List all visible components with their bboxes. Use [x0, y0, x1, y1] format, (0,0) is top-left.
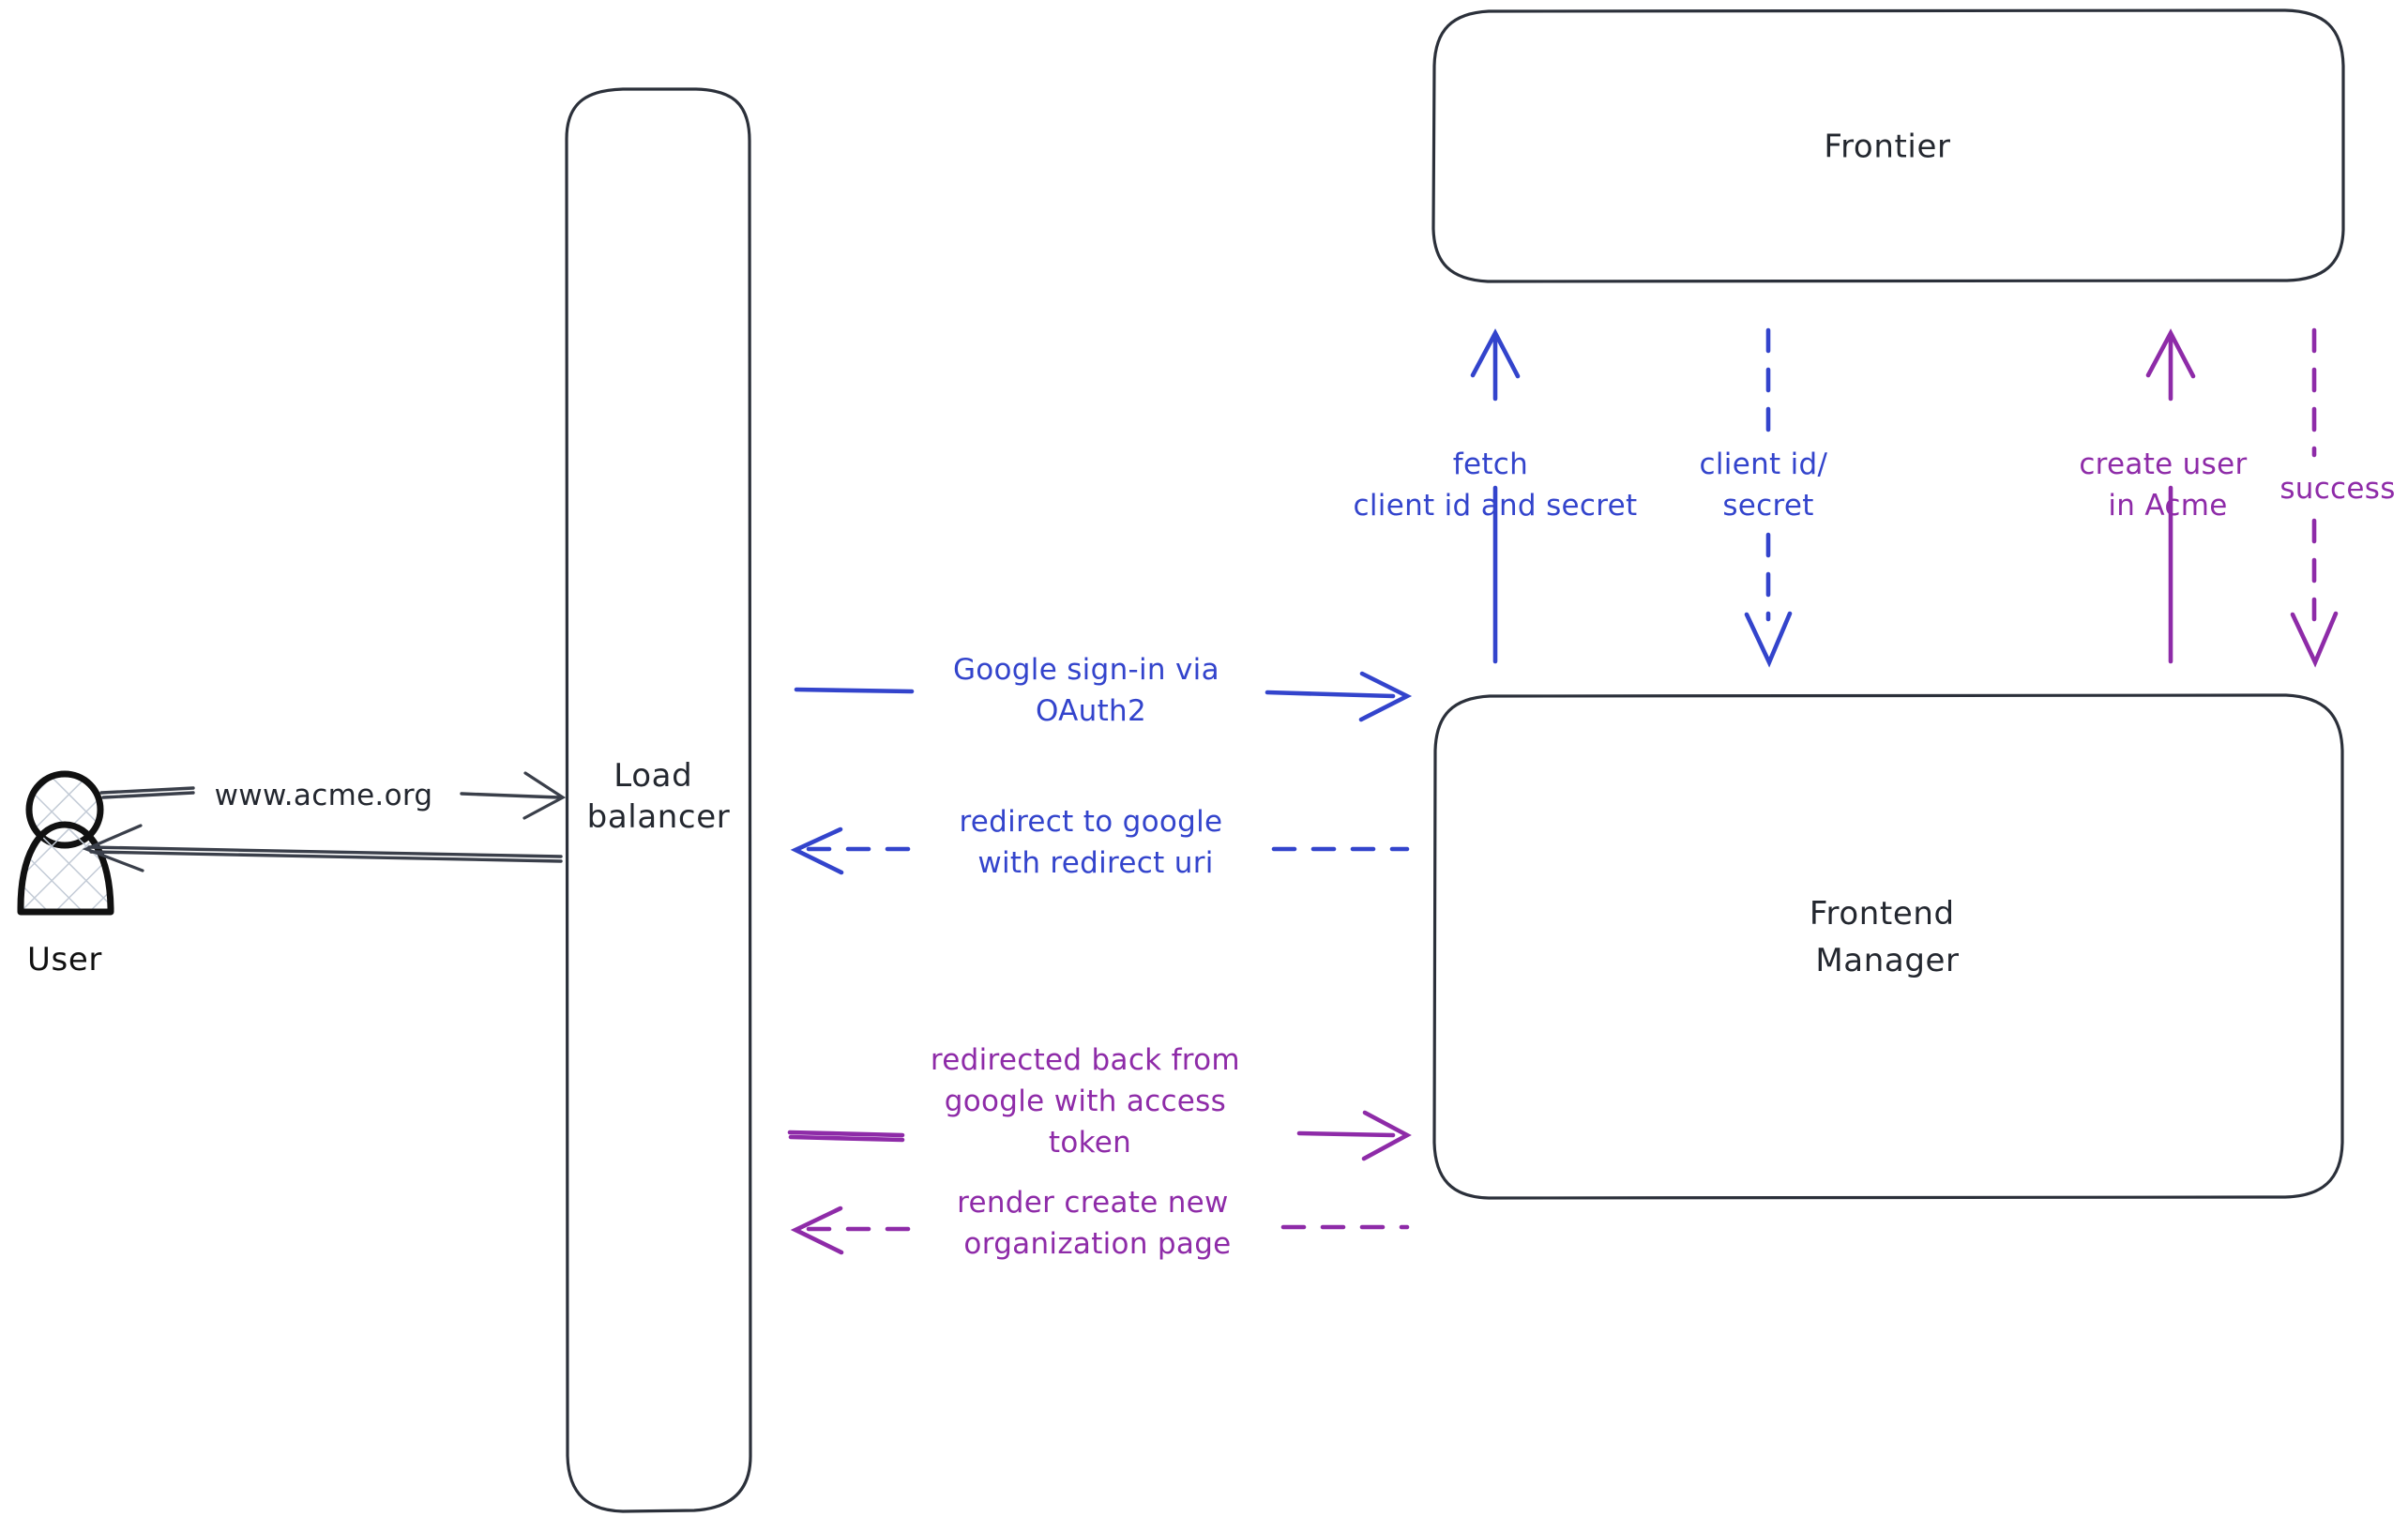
node-frontier-label: Frontier: [1824, 129, 1950, 166]
node-frontend-manager-label: Frontend Manager: [1810, 895, 1965, 979]
arrowhead-left-dark: [82, 824, 144, 872]
edge-success: success: [2279, 327, 2395, 668]
redirected-back-label-line2: google with access: [945, 1085, 1226, 1118]
edge-user-to-load-balancer-label: www.acme.org: [215, 779, 433, 812]
node-load-balancer-label: Load balancer: [587, 757, 731, 836]
edge-create-user-in-acme-label: create user in Acme: [2079, 447, 2256, 523]
render-create-label-line2: organization page: [963, 1227, 1231, 1261]
edge-success-label: success: [2279, 472, 2395, 506]
create-user-label-line2: in Acme: [2108, 489, 2227, 523]
arrowhead-left-blue: [790, 827, 844, 875]
edge-google-signin-oauth2: Google sign-in via OAuth2: [794, 653, 1413, 728]
edge-redirect-to-google-label: redirect to google with redirect uri: [959, 805, 1232, 880]
edge-client-id-secret-label: client id/ secret: [1700, 447, 1838, 523]
edge-render-create-new-organization-label: render create new organization page: [957, 1186, 1238, 1261]
node-load-balancer[interactable]: Load balancer: [565, 87, 752, 1513]
arrowhead-right-blue: [1358, 671, 1413, 722]
edge-fetch-client-id-and-secret: fetch client id and secret: [1354, 328, 1638, 664]
fetch-label-line1: fetch: [1453, 447, 1528, 481]
redirected-back-label-line1: redirected back from: [931, 1043, 1240, 1077]
edge-redirect-to-google: redirect to google with redirect uri: [790, 805, 1410, 880]
edge-client-id-secret: client id/ secret: [1700, 327, 1838, 668]
google-signin-label-line2: OAuth2: [1036, 694, 1146, 728]
edge-redirected-back-with-token-label: redirected back from google with access …: [931, 1043, 1249, 1160]
load-balancer-label-line1: Load: [613, 757, 692, 795]
google-signin-label-line1: Google sign-in via: [953, 653, 1219, 687]
frontend-manager-label-line2: Manager: [1815, 942, 1959, 979]
client-id-secret-label-line2: secret: [1722, 489, 1813, 523]
node-frontier[interactable]: Frontier: [1431, 8, 2345, 283]
redirect-google-label-line2: with redirect uri: [977, 846, 1213, 880]
redirect-google-label-line1: redirect to google: [959, 805, 1222, 839]
edge-create-user-in-acme: create user in Acme: [2079, 328, 2256, 664]
actor-user-label: User: [27, 941, 102, 978]
arrowhead-down-blue: [1744, 611, 1793, 668]
person-icon: [17, 770, 114, 916]
render-create-label-line1: render create new: [957, 1186, 1229, 1220]
frontend-manager-label-line1: Frontend: [1810, 895, 1955, 933]
arrowhead-right-purple: [1361, 1110, 1412, 1161]
actor-user[interactable]: User: [17, 770, 114, 978]
edge-load-balancer-to-user: [82, 824, 563, 872]
arrowhead-up-purple: [2145, 328, 2196, 379]
fetch-label-line2: client id and secret: [1354, 489, 1638, 523]
edge-redirected-back-with-token: redirected back from google with access …: [787, 1043, 1412, 1161]
arrowhead-up-blue: [1470, 328, 1521, 379]
edge-render-create-new-organization: render create new organization page: [790, 1186, 1410, 1261]
client-id-secret-label-line1: client id/: [1700, 447, 1828, 481]
node-frontend-manager[interactable]: Frontend Manager: [1432, 693, 2344, 1200]
create-user-label-line1: create user: [2079, 447, 2247, 481]
edge-google-signin-oauth2-label: Google sign-in via OAuth2: [953, 653, 1229, 728]
load-balancer-label-line2: balancer: [587, 798, 731, 836]
arrowhead-left-purple: [790, 1206, 844, 1255]
arrowhead-down-purple: [2290, 611, 2339, 668]
redirected-back-label-line3: token: [1049, 1126, 1131, 1160]
arrowhead-right-dark: [522, 771, 567, 820]
edge-user-to-load-balancer: www.acme.org: [99, 771, 567, 820]
edge-fetch-client-id-and-secret-label: fetch client id and secret: [1354, 447, 1638, 523]
